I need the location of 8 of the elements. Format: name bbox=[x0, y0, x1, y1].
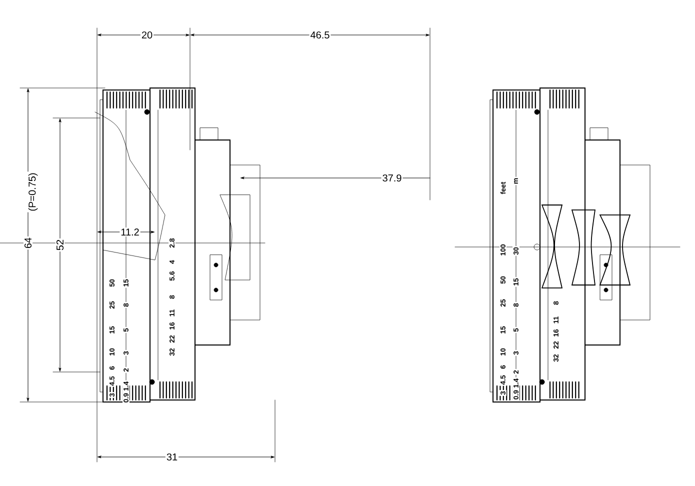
dimension-label: 64 bbox=[23, 236, 33, 250]
dimension-label: 20 bbox=[140, 30, 154, 40]
dimension-label: 31 bbox=[165, 452, 179, 462]
dimension-label: 52 bbox=[55, 238, 65, 252]
dimension-label: (P=0.75) bbox=[27, 172, 39, 212]
dimension-label: 37.9 bbox=[381, 173, 403, 183]
dimension-label: 46.5 bbox=[309, 30, 331, 40]
dimension-label: 11.2 bbox=[120, 228, 140, 236]
